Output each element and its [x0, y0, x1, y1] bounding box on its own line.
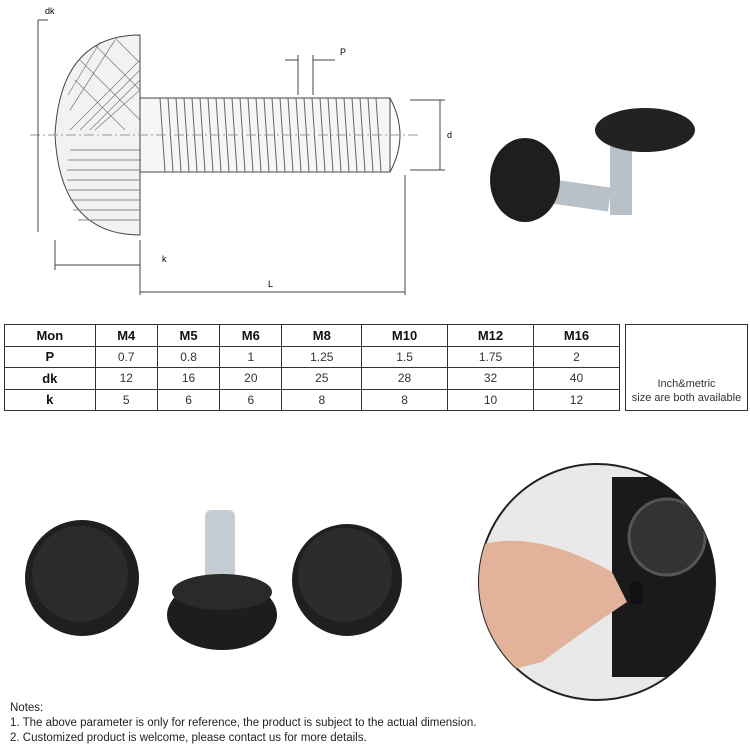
table-row: P 0.7 0.8 1 1.25 1.5 1.75 2 [4, 345, 621, 368]
product-photo-knobs [490, 108, 695, 222]
header-cell: Mon [4, 324, 96, 347]
header-cell: M16 [532, 324, 621, 347]
header-cell: M6 [219, 324, 283, 347]
table-cell: 20 [219, 367, 283, 390]
note-item: 1. The above parameter is only for refer… [10, 717, 477, 729]
table-cell: 25 [281, 367, 363, 390]
table-cell: 5 [94, 388, 158, 411]
table-cell: 0.7 [94, 345, 158, 368]
table-cell: 2 [532, 345, 621, 368]
product-photo-in-use [478, 463, 716, 701]
table-cell: 6 [219, 388, 283, 411]
table-cell: 1.25 [281, 345, 363, 368]
table-cell: 8 [361, 388, 449, 411]
table-cell: 6 [156, 388, 221, 411]
header-cell: M4 [94, 324, 158, 347]
side-note-line2: size are both available [631, 392, 742, 404]
table-row: dk 12 16 20 25 28 32 40 [4, 367, 621, 390]
header-cell: M8 [281, 324, 363, 347]
note-item: 2. Customized product is welcome, please… [10, 732, 367, 744]
row-label: k [4, 388, 96, 411]
product-photo-three-knobs [25, 510, 402, 650]
table-cell: 0.8 [156, 345, 221, 368]
table-cell: 1 [219, 345, 283, 368]
table-cell: 28 [361, 367, 449, 390]
row-label: P [4, 345, 96, 368]
label-k: k [162, 254, 167, 264]
table-cell: 10 [447, 388, 534, 411]
side-note-line1: Inch&metric [657, 378, 716, 390]
label-p: P [340, 47, 346, 57]
table-cell: 16 [156, 367, 221, 390]
header-cell: M5 [156, 324, 221, 347]
header-cell: M12 [447, 324, 534, 347]
table-cell: 1.75 [447, 345, 534, 368]
table-cell: 12 [94, 367, 158, 390]
spec-table: Mon M4 M5 M6 M8 M10 M12 M16 P 0.7 0.8 1 … [4, 324, 621, 411]
label-d: d [447, 130, 452, 140]
table-cell: 40 [532, 367, 621, 390]
notes-title: Notes: [10, 702, 44, 714]
technical-drawing: dk P d k L [30, 6, 452, 295]
table-cell: 32 [447, 367, 534, 390]
notes-section: Notes: 1. The above parameter is only fo… [10, 701, 476, 746]
label-dk: dk [45, 6, 55, 16]
table-row: k 5 6 6 8 8 10 12 [4, 388, 621, 411]
row-label: dk [4, 367, 96, 390]
label-l: L [268, 279, 273, 289]
size-availability-note: Inch&metric size are both available [625, 324, 748, 411]
table-header-row: Mon M4 M5 M6 M8 M10 M12 M16 [4, 324, 621, 347]
table-cell: 12 [532, 388, 621, 411]
table-cell: 8 [281, 388, 363, 411]
table-cell: 1.5 [361, 345, 449, 368]
header-cell: M10 [361, 324, 449, 347]
